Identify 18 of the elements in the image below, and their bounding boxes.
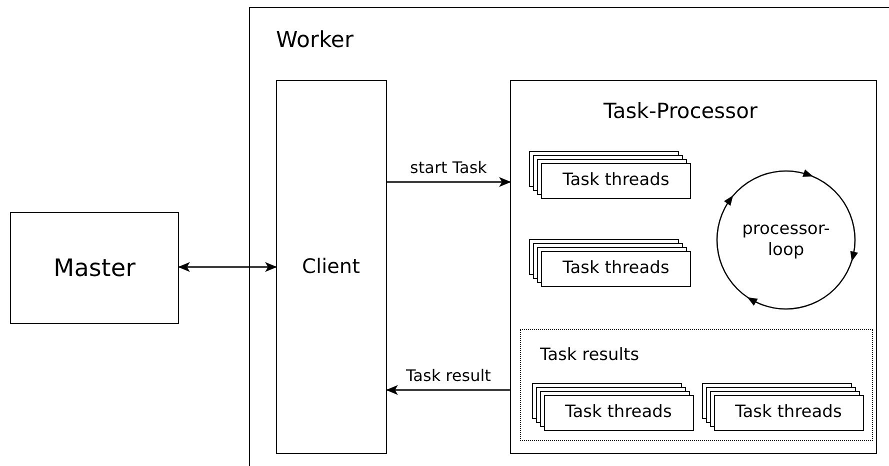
arrow (386, 385, 510, 395)
process-box (249, 7, 889, 466)
arrow (387, 177, 511, 187)
loop-label: processor-loop (741, 218, 831, 262)
process-box (10, 212, 179, 324)
dotted-group-box (520, 329, 873, 441)
card-label: Task threads (565, 402, 672, 424)
process-box (510, 80, 876, 454)
process-box (276, 80, 386, 454)
box-label: Client (302, 254, 360, 279)
box-heading: Task results (540, 345, 640, 365)
card-label: Task threads (562, 258, 670, 280)
box-heading: Task-Processor (604, 98, 758, 122)
box-heading: Worker (276, 28, 354, 53)
arrow (178, 262, 277, 272)
card-label: Task threads (562, 170, 670, 192)
card-label: Task threads (735, 402, 842, 424)
box-label: Master (54, 253, 136, 283)
